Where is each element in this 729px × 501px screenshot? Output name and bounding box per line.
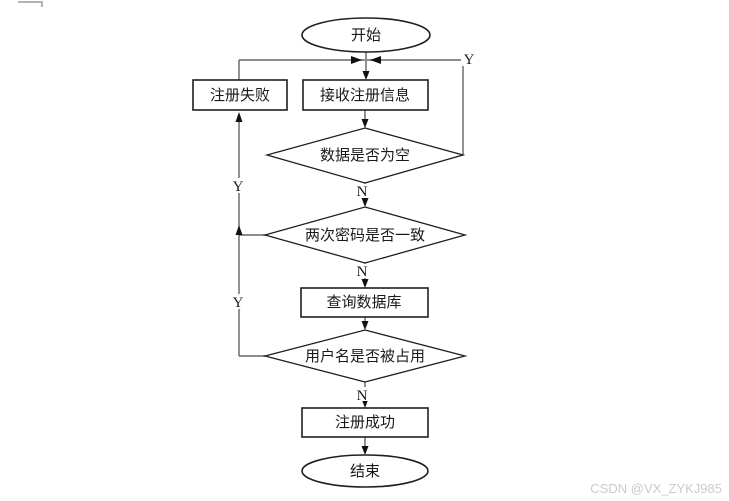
- receive-info-process: [302, 79, 429, 111]
- arrowhead-into-fail: [235, 112, 243, 122]
- data-empty-label: 数据是否为空: [320, 147, 410, 164]
- reg-fail-process: [192, 79, 288, 111]
- label-halo: [354, 184, 371, 198]
- csdn-watermark: CSDN @VX_ZYKJ985: [590, 481, 722, 496]
- pwd-match-decision: [262, 206, 468, 264]
- label-pwd-no: N: [357, 264, 368, 280]
- arrowhead-into-receive: [362, 71, 370, 80]
- reg-success-process: [301, 407, 429, 438]
- label-dataempty-no: N: [357, 184, 368, 200]
- end-terminator: [301, 454, 429, 488]
- arrowhead-into-dataempty: [361, 119, 369, 128]
- query-db-label: 查询数据库: [326, 294, 401, 311]
- label-halo: [230, 294, 247, 309]
- cropped-element-fragment: [18, 1, 43, 7]
- label-halo: [354, 264, 371, 278]
- receive-info-label: 接收注册信息: [320, 87, 410, 104]
- label-dataempty-yes: Y: [464, 52, 475, 68]
- arrowhead-merge-left: [351, 56, 362, 64]
- query-db-process: [300, 287, 429, 318]
- label-pwd-yes: Y: [233, 179, 244, 195]
- label-halo: [354, 387, 371, 401]
- arrowhead-into-username: [361, 321, 369, 330]
- arrowhead-left-return-up: [235, 225, 243, 235]
- reg-fail-label: 注册失败: [210, 87, 270, 104]
- end-label: 结束: [350, 463, 380, 480]
- arrowhead-into-end: [361, 446, 369, 455]
- pwd-match-label: 两次密码是否一致: [305, 227, 425, 244]
- arrowhead-into-success: [361, 399, 369, 408]
- label-username-yes: Y: [233, 295, 244, 311]
- arrowhead-into-query: [361, 279, 369, 288]
- username-taken-label: 用户名是否被占用: [305, 348, 425, 365]
- start-terminator: [301, 17, 431, 53]
- username-taken-decision: [262, 329, 468, 383]
- label-username-no: N: [357, 388, 368, 404]
- data-empty-decision: [264, 127, 466, 184]
- arrowhead-into-pwd: [361, 198, 369, 207]
- label-halo: [230, 178, 247, 193]
- arrowhead-merge-right: [370, 56, 381, 64]
- reg-success-label: 注册成功: [335, 414, 395, 431]
- start-label: 开始: [351, 27, 381, 44]
